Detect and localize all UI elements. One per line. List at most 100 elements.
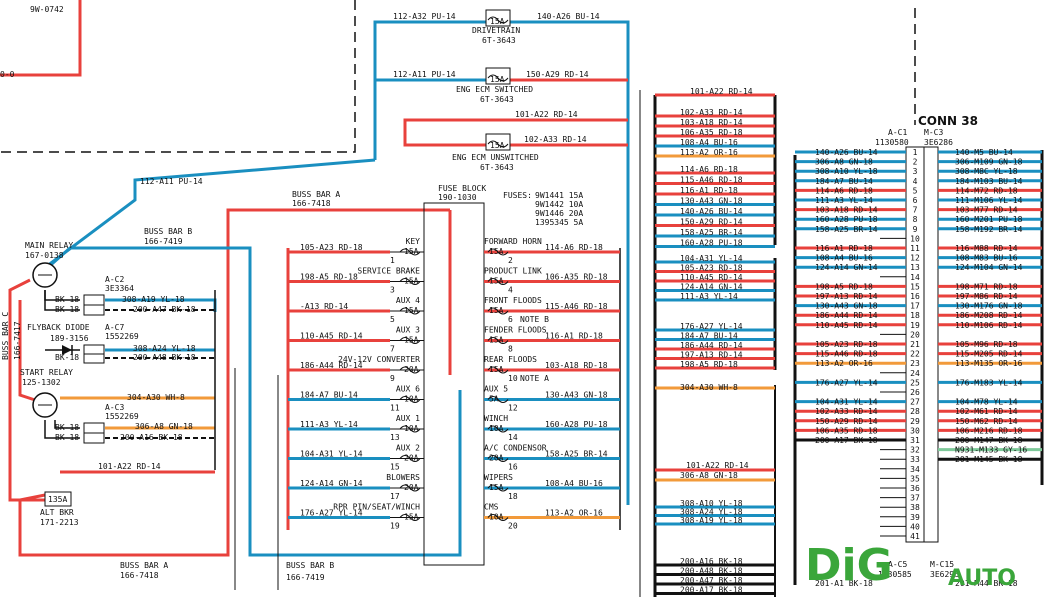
fuse-amp: 15A bbox=[404, 277, 419, 286]
logo-part1: DiG bbox=[805, 540, 893, 591]
mid-wire-label: 158-A25 BR-14 bbox=[680, 228, 743, 237]
conn-wire-label-left: 103-A18 RD-14 bbox=[815, 206, 878, 215]
conn-pin-number: 8 bbox=[913, 215, 918, 224]
wire-101-a22-top bbox=[403, 118, 628, 147]
fuse-wire-label: 186-A44 RD-14 bbox=[300, 361, 363, 370]
conn-wire-label-right: 116-M88 RD-14 bbox=[955, 244, 1018, 253]
label-ac1: A-C1 bbox=[888, 128, 907, 137]
fuse-amp: 15A bbox=[489, 277, 504, 286]
label-buss-bar-a: BUSS BAR A bbox=[292, 190, 340, 199]
fuse-num: 14 bbox=[508, 433, 518, 442]
conn-pin-number: 24 bbox=[910, 369, 920, 378]
fuse-symbol-icon bbox=[399, 514, 421, 521]
wire-label: 101-A22 RD-14 bbox=[98, 462, 161, 471]
conn-pin-number: 31 bbox=[910, 436, 920, 445]
label-buss-bar-b-bottom-pn: 166-7419 bbox=[286, 573, 325, 582]
conn-pin-number: 18 bbox=[910, 311, 920, 320]
label-start-relay-pn: 125-1302 bbox=[22, 378, 61, 387]
wire-label: 306-A8 GN-18 bbox=[135, 422, 193, 431]
label-c5: A-C5 bbox=[888, 560, 907, 569]
fuse-name: RPR PIN/SEAT/WINCH bbox=[333, 503, 420, 512]
fuse-amp: 10A bbox=[404, 424, 419, 433]
diode-icon bbox=[62, 345, 73, 355]
fuse-wire-label: 130-A43 GN-18 bbox=[545, 391, 608, 400]
fuse-num: 1 bbox=[390, 256, 395, 265]
fuse-symbol-icon bbox=[399, 337, 421, 344]
conn-wire-label-right: 106-M216 RD-18 bbox=[955, 426, 1023, 435]
conn-pin-number: 19 bbox=[910, 321, 920, 330]
fuse-wire-label: 160-A28 PU-18 bbox=[545, 420, 608, 429]
conn-pin-number: 23 bbox=[910, 359, 920, 368]
fuse-name: BLOWERS bbox=[386, 473, 420, 482]
fuse-num: 20 bbox=[508, 522, 518, 531]
connector-c7 bbox=[83, 344, 105, 364]
mid-wire-label: 184-A7 BU-14 bbox=[680, 332, 738, 341]
label-bk: BK-18 bbox=[55, 295, 79, 304]
conn-wire-label-left: 130-A43 GN-18 bbox=[815, 302, 878, 311]
fuse-amp: 15A bbox=[490, 75, 505, 84]
conn-pin-number: 36 bbox=[910, 484, 920, 493]
conn-wire-label-right: 102-M61 RD-14 bbox=[955, 407, 1018, 416]
wire-bk-5 bbox=[44, 420, 80, 439]
conn-pin-number: 16 bbox=[910, 292, 920, 301]
fuse-name: A/C CONDENSOR bbox=[484, 444, 547, 453]
mid-wire-label: 200-A16 BK-18 bbox=[680, 557, 743, 566]
label-buss-bar-b-pn: 166-7419 bbox=[144, 237, 183, 246]
conn-wire-label-right: 160-M201 PU-18 bbox=[955, 215, 1023, 224]
wire-label: 201-A1 BK-18 bbox=[815, 579, 873, 588]
fuse-symbol-icon bbox=[399, 455, 421, 462]
conn-wire-label-left: 108-A4 BU-16 bbox=[815, 254, 873, 263]
fuse-num: 15 bbox=[390, 463, 400, 472]
wire-label: 304-A30 WH-8 bbox=[680, 383, 738, 392]
fuse-wire-label: 114-A6 RD-18 bbox=[545, 243, 603, 252]
main-relay-symbol bbox=[32, 262, 58, 288]
mid-wire-label: 108-A4 BU-16 bbox=[680, 138, 738, 147]
fuse-amp: 15A bbox=[489, 483, 504, 492]
fuse-name: ENG ECM SWITCHED bbox=[456, 85, 533, 94]
conn-wire-label-left: 110-A45 RD-14 bbox=[815, 321, 878, 330]
fuse-symbol-icon bbox=[399, 396, 421, 403]
conn-pin-number: 38 bbox=[910, 503, 920, 512]
fuse-amp: 15A bbox=[404, 247, 419, 256]
conn-wire-label-left: 200-A17 BK-18 bbox=[815, 436, 878, 445]
fuse-num: 18 bbox=[508, 492, 518, 501]
fuse-symbol-icon bbox=[487, 337, 509, 344]
label-flyback-pn: 189-3156 bbox=[50, 334, 89, 343]
fuse-num: 17 bbox=[390, 492, 400, 501]
wire-label: 101-A22 RD-14 bbox=[515, 110, 578, 119]
wire-start-relay bbox=[18, 300, 36, 402]
conn-wire-label-right: 200-M147 BK-18 bbox=[955, 436, 1023, 445]
fuse-name: DRIVETRAIN bbox=[472, 26, 520, 35]
conn-wire-label-right: 114-M72 RD-18 bbox=[955, 186, 1018, 195]
conn-wire-label-right: 184-M103 BU-14 bbox=[955, 177, 1023, 186]
conn-pin-number: 41 bbox=[910, 532, 920, 541]
conn-pin-number: 29 bbox=[910, 417, 920, 426]
fuse-wire-label: 158-A25 BR-14 bbox=[545, 450, 608, 459]
conn-wire-label-right: 124-M104 GN-14 bbox=[955, 263, 1023, 272]
conn-wire-label-right: 104-M78 YL-14 bbox=[955, 398, 1018, 407]
conn-wire-label-right: 113-M135 OR-16 bbox=[955, 359, 1023, 368]
fuse-name: AUX 1 bbox=[396, 414, 420, 423]
conn-pin-number: 40 bbox=[910, 522, 920, 531]
label-buss-bar-a-bottom: BUSS BAR A bbox=[120, 561, 168, 570]
conn-wire-label-left: 116-A1 RD-18 bbox=[815, 244, 873, 253]
label-buss-bar-c: BUSS BAR C bbox=[1, 312, 10, 360]
fuse-amp: 15A bbox=[404, 336, 419, 345]
conn-pin-number: 17 bbox=[910, 302, 920, 311]
logo-part2: AUTO bbox=[948, 566, 1016, 591]
conn-wire-label-left: 113-A2 OR-16 bbox=[815, 359, 873, 368]
conn-wire-label-left: 102-A33 RD-14 bbox=[815, 407, 878, 416]
fuse-note: NOTE B bbox=[520, 315, 549, 324]
conn-wire-label-left: 197-A13 RD-14 bbox=[815, 292, 878, 301]
conn-pin-number: 10 bbox=[910, 234, 920, 243]
conn-pin-number: 25 bbox=[910, 378, 920, 387]
label-mc3-pn: 3E6286 bbox=[924, 138, 953, 147]
fuse-wire-label: 106-A35 RD-18 bbox=[545, 273, 608, 282]
fuse-symbol-icon bbox=[487, 366, 509, 374]
fuse-num: 9 bbox=[390, 374, 395, 383]
fuse-block-frame bbox=[423, 202, 485, 566]
conn-pin-number: 33 bbox=[910, 455, 920, 464]
mid-wire-label: 111-A3 YL-14 bbox=[680, 292, 738, 301]
fuse-amp: 20A bbox=[404, 454, 419, 463]
wire-label: 112-A11 PU-14 bbox=[140, 177, 203, 186]
